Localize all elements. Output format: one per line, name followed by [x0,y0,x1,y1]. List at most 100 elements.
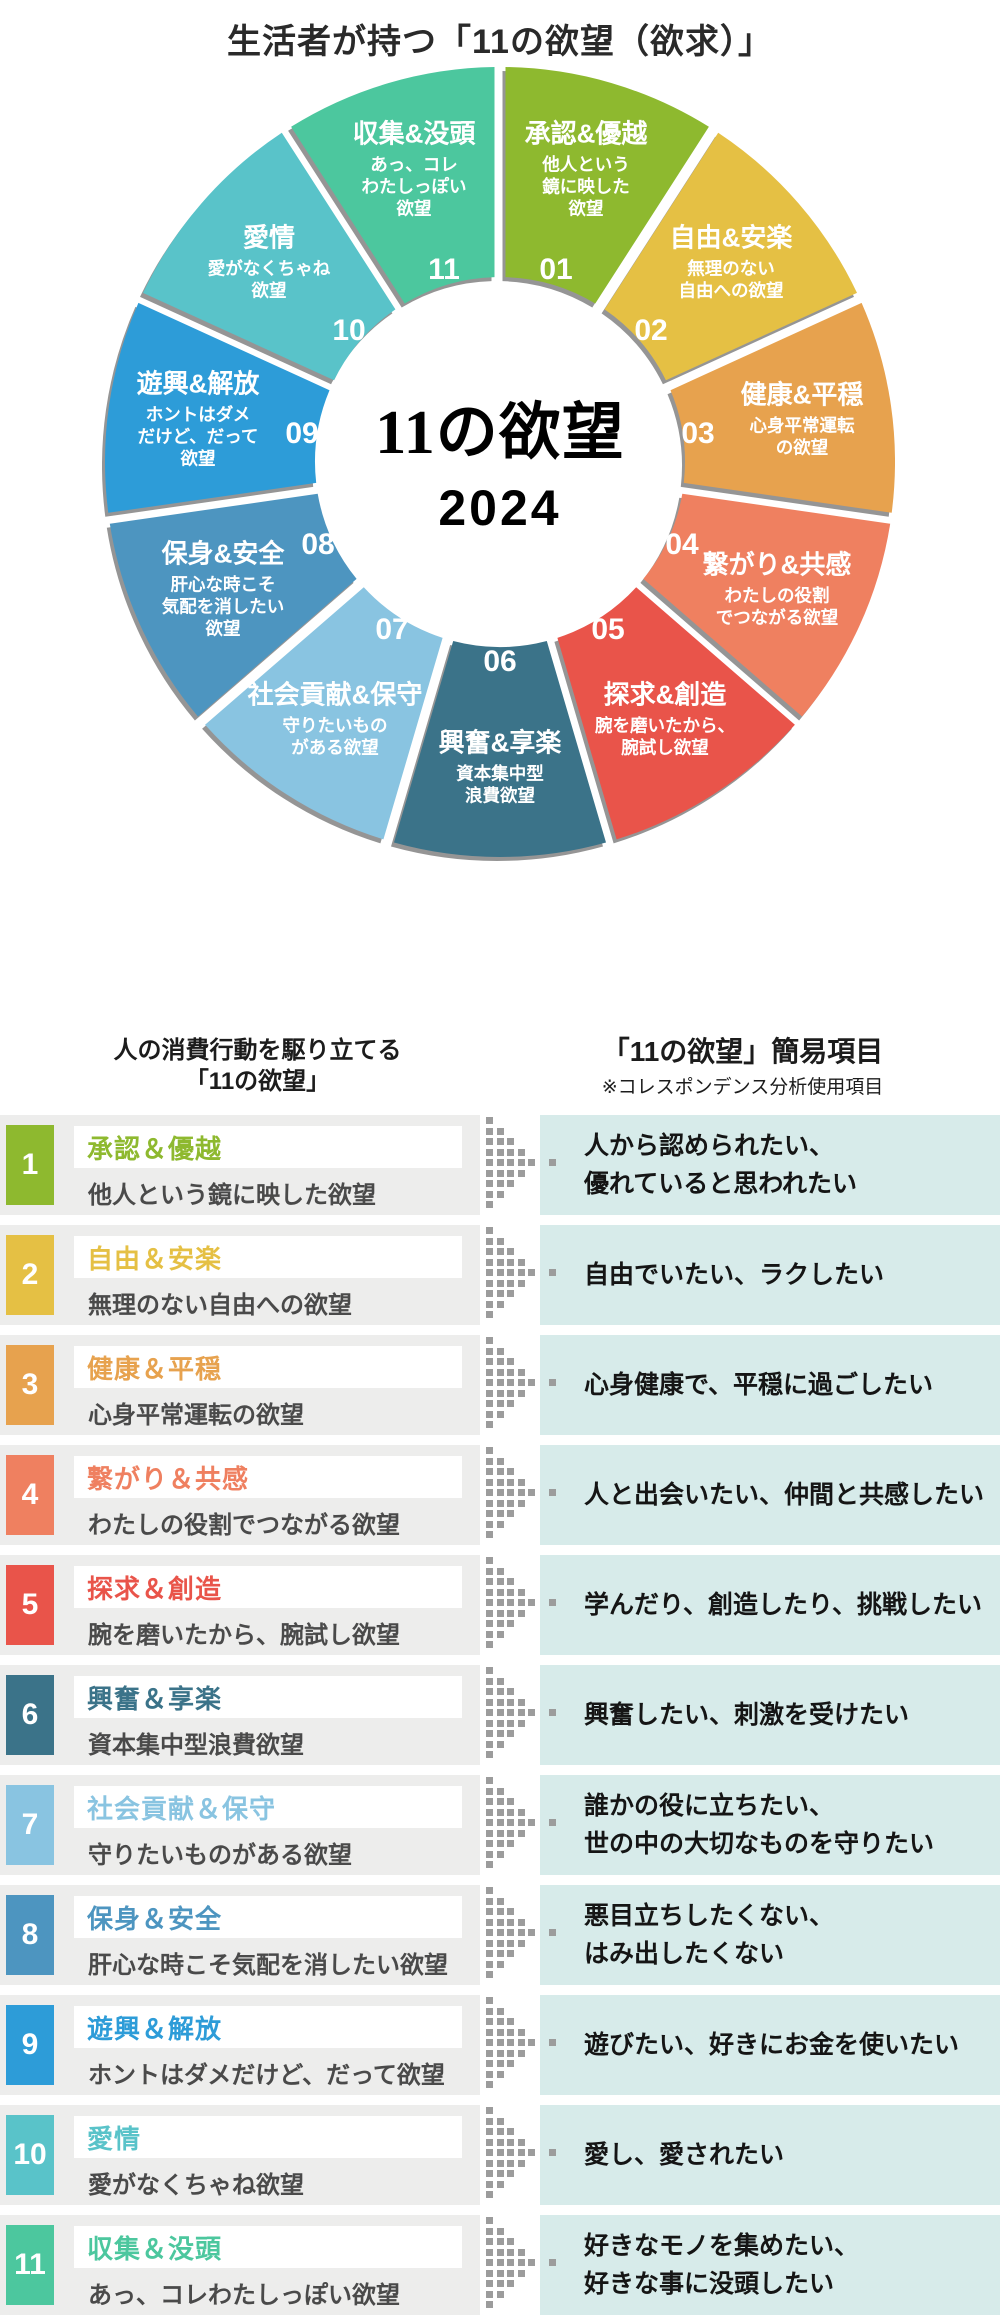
desire-row: 7 社会貢献＆保守 守りたいものがある欲望 誰かの役に立ちたい、 世の中の大切な… [0,1775,1000,1875]
list-left-header-line1: 人の消費行動を駆り立てる [113,1037,402,1064]
row-number-badge: 10 [6,2115,54,2195]
segment-desc: 守りたいもの がある欲望 [282,715,388,758]
row-number-badge: 5 [6,1565,54,1645]
row-title-strip: 社会貢献＆保守 [74,1786,462,1828]
row-simple-text: 悪目立ちしたくない、 はみ出したくない [584,1902,835,1968]
row-simple-box: 悪目立ちしたくない、 はみ出したくない [540,1885,1000,1985]
segment-title: 収集&没頭 [352,118,476,149]
segment-desc: ホントはダメ だけど、だって 欲望 [137,404,259,469]
donut-svg [105,67,895,857]
segment-label-03: 健康&平穏心身平常運転 の欲望 [686,380,918,459]
row-title: 自由＆安楽 [87,1243,223,1274]
desire-row-left: 10 愛情 愛がなくちゃね欲望 [0,2105,480,2205]
row-subtitle: 無理のない自由への欲望 [88,1292,352,1319]
donut-center-year: 2024 [438,479,562,536]
segment-title: 承認&優越 [524,118,648,149]
dotted-arrow-icon [486,1887,570,1987]
segment-label-07: 社会貢献&保守守りたいもの がある欲望 [219,680,451,759]
row-simple-text: 自由でいたい、ラクしたい [584,1261,885,1289]
row-subtitle: 愛がなくちゃね欲望 [88,2172,304,2199]
row-simple-text: 好きなモノを集めたい、 好きな事に没頭したい [584,2232,860,2298]
segment-title: 遊興&解放 [136,368,260,399]
row-subtitle: あっ、コレわたしっぽい欲望 [88,2282,400,2309]
row-simple-text: 人から認められたい、 優れていると思われたい [584,1132,858,1198]
segment-title: 愛情 [242,222,295,253]
desire-row: 6 興奮＆享楽 資本集中型浪費欲望 興奮したい、刺激を受けたい [0,1665,1000,1765]
row-title-strip: 保身＆安全 [74,1896,462,1938]
row-title-strip: 遊興＆解放 [74,2006,462,2048]
desire-row-left: 1 承認＆優越 他人という鏡に映した欲望 [0,1115,480,1215]
row-simple-box: 人から認められたい、 優れていると思われたい [540,1115,1000,1215]
row-subtitle: 肝心な時こそ気配を消したい欲望 [88,1952,448,1979]
dotted-arrow-icon [486,1667,570,1767]
desire-row-left: 4 繋がり＆共感 わたしの役割でつながる欲望 [0,1445,480,1545]
row-simple-box: 遊びたい、好きにお金を使いたい [540,1995,1000,2095]
segment-label-09: 遊興&解放ホントはダメ だけど、だって 欲望 [82,369,314,470]
dotted-arrow-icon [486,1117,570,1217]
row-simple-text: 遊びたい、好きにお金を使いたい [584,2031,960,2059]
list-right-header-title: 「11の欲望」簡易項目 [601,1036,884,1067]
segment-number-06: 06 [483,645,517,678]
donut-segment-06 [394,641,606,857]
segment-label-04: 繋がり&共感わたしの役割 でつながる欲望 [661,550,893,629]
donut-segment-08 [109,493,357,717]
row-title: 社会貢献＆保守 [87,1793,277,1824]
segment-number-01: 01 [539,253,573,286]
row-title-strip: 健康＆平穏 [74,1346,462,1388]
row-number-badge: 4 [6,1455,54,1535]
segment-desc: 無理のない 自由への欲望 [678,258,784,301]
row-simple-box: 興奮したい、刺激を受けたい [540,1665,1000,1765]
segment-title: 社会貢献&保守 [247,679,423,710]
dotted-arrow-icon [486,1997,570,2097]
segment-number-10: 10 [332,314,366,347]
dotted-arrow-icon [486,2107,570,2207]
row-subtitle: 心身平常運転の欲望 [88,1402,304,1429]
donut-segment-01 [505,67,709,304]
segment-label-01: 承認&優越他人という 鏡に映した 欲望 [470,119,702,220]
row-number-badge: 6 [6,1675,54,1755]
row-subtitle: 守りたいものがある欲望 [88,1842,352,1869]
row-number-badge: 8 [6,1895,54,1975]
donut-segment-02 [604,132,857,381]
segment-title: 健康&平穏 [740,379,864,410]
list-right-header: 「11の欲望」簡易項目 ※コレスポンデンス分析使用項目 [515,1035,1000,1099]
row-simple-text: 心身健康で、平穏に過ごしたい [584,1371,934,1399]
row-simple-text: 愛し、愛されたい [584,2141,785,2169]
dotted-arrow-icon [486,1447,570,1547]
row-title-strip: 繋がり＆共感 [74,1456,462,1498]
segment-title: 興奮&享楽 [438,727,562,758]
segment-title: 繋がり&共感 [702,549,852,580]
row-title: 愛情 [87,2123,142,2154]
segment-desc: 愛がなくちゃね 欲望 [207,258,331,301]
desire-row-left: 7 社会貢献＆保守 守りたいものがある欲望 [0,1775,480,1875]
segment-label-05: 探求&創造腕を磨いたから、 腕試し欲望 [549,680,781,759]
donut-segment-04 [643,493,891,717]
segment-desc: 他人という 鏡に映した 欲望 [542,154,630,219]
row-title-strip: 収集＆没頭 [74,2226,462,2268]
dotted-arrow-icon [486,1337,570,1437]
row-title: 承認＆優越 [87,1133,223,1164]
desire-row-left: 9 遊興＆解放 ホントはダメだけど、だって欲望 [0,1995,480,2095]
row-title-strip: 探求＆創造 [74,1566,462,1608]
row-subtitle: 他人という鏡に映した欲望 [88,1182,376,1209]
row-title: 繋がり＆共感 [87,1463,250,1494]
desire-list: 1 承認＆優越 他人という鏡に映した欲望 人から認められたい、 優れていると思わ… [0,1115,1000,2315]
segment-title: 探求&創造 [603,679,727,710]
segment-number-02: 02 [634,314,668,347]
segment-label-08: 保身&安全肝心な時こそ 気配を消したい 欲望 [107,539,339,640]
segment-title: 保身&安全 [161,538,285,569]
donut-segment-11 [291,67,495,304]
desire-row: 1 承認＆優越 他人という鏡に映した欲望 人から認められたい、 優れていると思わ… [0,1115,1000,1215]
desire-row: 4 繋がり＆共感 わたしの役割でつながる欲望 人と出会いたい、仲間と共感したい [0,1445,1000,1545]
row-simple-box: 自由でいたい、ラクしたい [540,1225,1000,1325]
row-simple-text: 誰かの役に立ちたい、 世の中の大切なものを守りたい [584,1792,935,1858]
desire-row: 2 自由＆安楽 無理のない自由への欲望 自由でいたい、ラクしたい [0,1225,1000,1325]
donut-center-label: 11の欲望 2024 [375,381,625,537]
row-simple-box: 心身健康で、平穏に過ごしたい [540,1335,1000,1435]
dotted-arrow-icon [486,1557,570,1657]
segment-number-07: 07 [375,613,409,646]
segment-number-09: 09 [285,417,319,450]
row-subtitle: 腕を磨いたから、腕試し欲望 [88,1622,400,1649]
segment-desc: 心身平常運転 の欲望 [749,415,855,458]
